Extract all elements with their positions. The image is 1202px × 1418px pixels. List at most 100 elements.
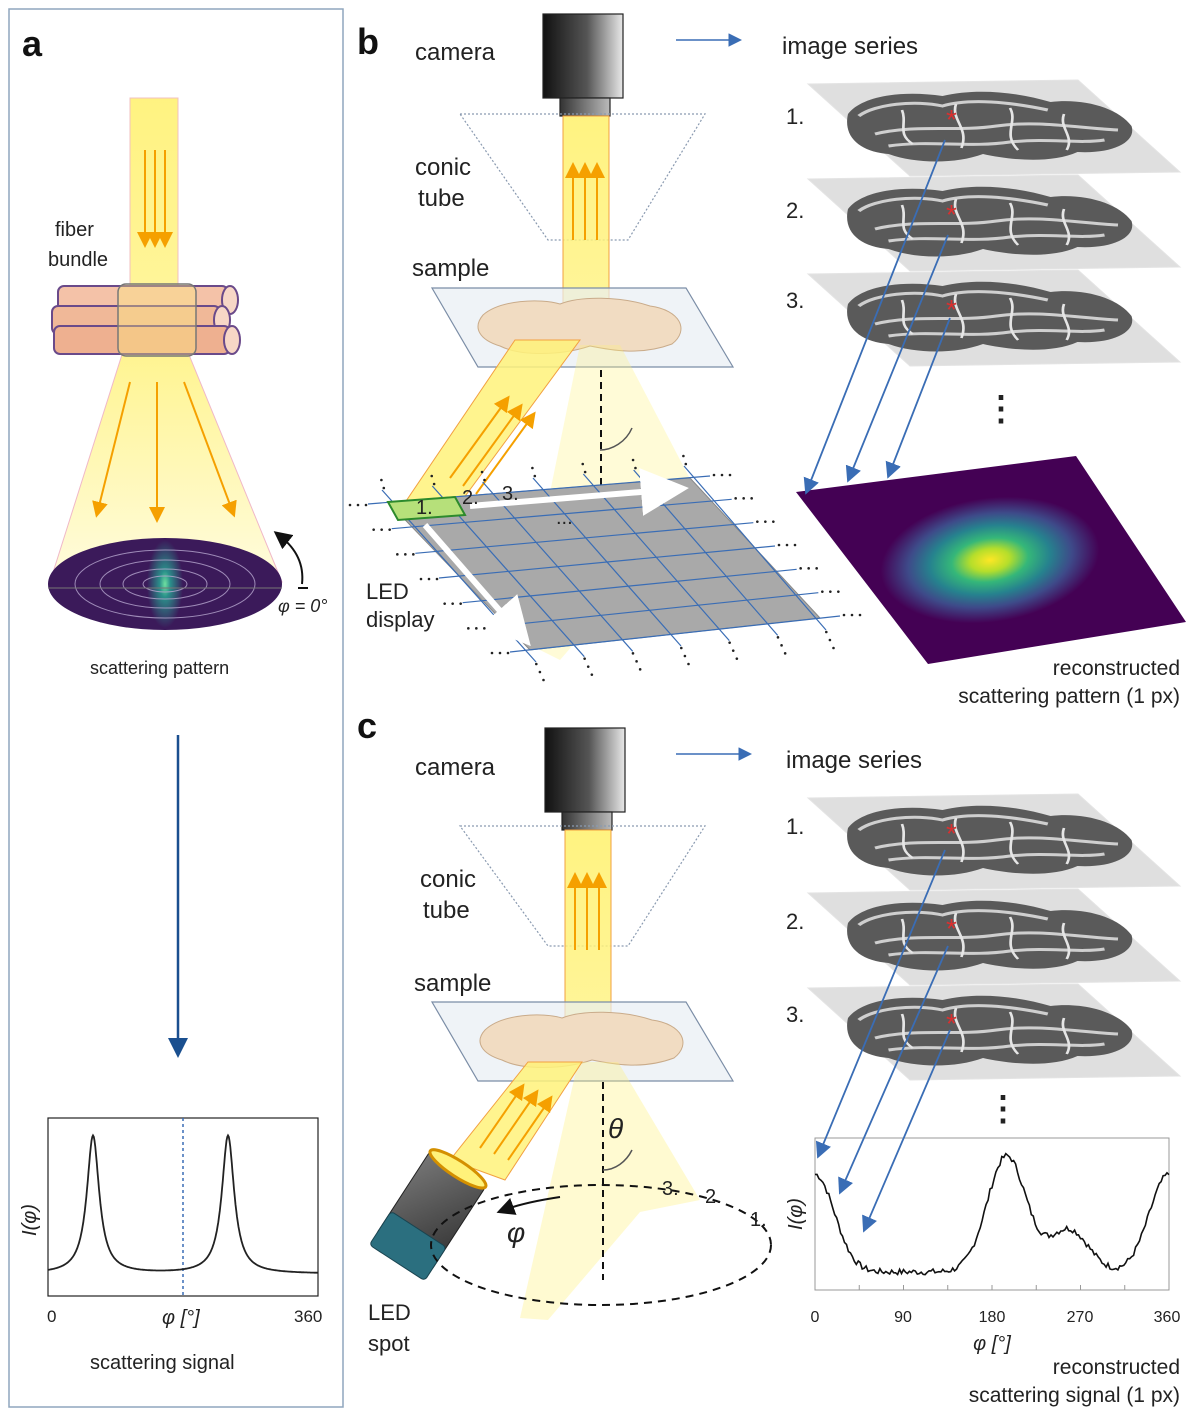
pixel-marker: *	[946, 1008, 957, 1039]
brain-section	[477, 297, 682, 354]
cone-arrow	[92, 381, 131, 518]
plot-a-tick-360: 360	[294, 1307, 322, 1326]
grid-dot	[783, 652, 787, 655]
plot-a-ylabel: I(φ)	[19, 1204, 41, 1236]
grid-dot	[586, 665, 590, 668]
mapping-arrow	[815, 849, 946, 1159]
panel-c: c camera conic tube sample θ φ	[357, 705, 1182, 1407]
led-active-cell	[386, 495, 467, 522]
plot-c-frame	[814, 1137, 1170, 1291]
grid-dot	[590, 673, 594, 676]
plot-c-tick-0: 0	[811, 1309, 820, 1326]
phi-arrow	[496, 1196, 561, 1215]
image-series-c: ***	[806, 793, 1182, 1081]
series-index-2: 2.	[786, 909, 804, 934]
camera-label: camera	[415, 39, 496, 66]
pixel-marker: *	[946, 294, 957, 325]
grid-dot	[793, 543, 797, 547]
reconstructed-pattern	[796, 456, 1186, 664]
series-label: image series	[786, 747, 922, 774]
grid-dot	[742, 497, 745, 500]
grid-dot	[356, 503, 360, 507]
grid-dot	[380, 528, 383, 531]
grid-dot	[680, 646, 683, 650]
grid-dot	[382, 486, 386, 490]
grid-dot	[348, 503, 352, 507]
grid-dot	[735, 657, 739, 660]
grid-dot	[380, 478, 383, 482]
conic-label: conic	[420, 866, 476, 893]
plot-a-frame	[47, 1117, 319, 1297]
series-index-1: 1.	[786, 104, 804, 129]
bundle-label: bundle	[48, 249, 108, 271]
grid-dot	[538, 670, 542, 674]
led-grid-2: 2.	[462, 487, 479, 509]
grid-dot	[825, 630, 828, 634]
panel-c-letter: c	[357, 705, 377, 746]
grid-dot	[432, 482, 436, 486]
grid-dot	[785, 543, 789, 547]
grid-dot	[756, 520, 759, 523]
grid-dot	[687, 662, 690, 666]
signal-label: scattering signal	[90, 1352, 235, 1374]
series-image: *	[806, 983, 1182, 1081]
grid-dot	[396, 553, 399, 556]
grid-dot	[631, 652, 635, 655]
beam-arrow	[449, 395, 510, 479]
grid-dot	[682, 454, 685, 458]
plot-c-xlabel: φ [°]	[973, 1333, 1011, 1355]
grid-dot	[634, 466, 637, 470]
plot-c-tick-180: 180	[979, 1309, 1006, 1326]
mapping-arrow	[862, 1029, 951, 1233]
plot-c-ylabel: I(φ)	[785, 1198, 807, 1230]
beam-arrow	[475, 411, 536, 495]
grid-dot	[731, 649, 735, 652]
series-index-3: 3.	[786, 1002, 804, 1027]
position-1: 1.	[750, 1209, 767, 1231]
grid-dot	[683, 654, 687, 658]
led-grid-line	[582, 473, 730, 642]
grid-dot	[443, 602, 446, 605]
plot-c: I(φ) 0 90 180 270 360 φ [°]	[785, 1137, 1180, 1355]
plot-c-tick-90: 90	[894, 1309, 912, 1326]
mapping-arrow	[838, 945, 949, 1195]
grid-dot	[372, 528, 375, 531]
grid-dot	[581, 462, 585, 466]
led-display-label-2: display	[366, 607, 434, 632]
grid-dot	[388, 528, 391, 531]
grid-dot	[412, 553, 415, 556]
scattering-pattern	[48, 538, 282, 630]
panel-b-letter: b	[357, 21, 379, 62]
grid-dot	[850, 613, 854, 617]
plot-a: I(φ) 0 360 φ [°]	[19, 1117, 322, 1329]
camera-label: camera	[415, 754, 496, 781]
plot-a-xlabel: φ [°]	[162, 1307, 200, 1329]
panel-a-border	[8, 8, 344, 1408]
grid-dot	[780, 644, 783, 647]
led-spot-label-2: spot	[368, 1331, 410, 1356]
conic-label: conic	[415, 154, 471, 181]
grid-dot	[799, 567, 802, 570]
grid-dot	[490, 651, 494, 655]
grid-dot	[483, 627, 486, 630]
grid-dot	[475, 627, 478, 630]
pixel-marker: *	[946, 199, 957, 230]
panel-b: b camera conic tube sample	[348, 13, 1186, 708]
series-index-3: 3.	[786, 288, 804, 313]
position-2: 2.	[705, 1186, 722, 1208]
camera-lens	[561, 811, 613, 831]
plot-c-tick-270: 270	[1067, 1309, 1094, 1326]
grid-dot	[807, 567, 810, 570]
beam-arrow	[493, 1089, 539, 1155]
pixel-marker: *	[946, 818, 957, 849]
beam-arrow	[479, 1083, 525, 1149]
camera-body	[544, 727, 626, 813]
grid-dot	[829, 590, 832, 593]
scan-path	[469, 468, 689, 516]
led-grid-line	[532, 477, 682, 647]
brain-section	[479, 1011, 684, 1068]
mapping-arrow	[845, 234, 949, 483]
grid-dot	[728, 641, 731, 644]
grid-dot	[815, 567, 818, 570]
